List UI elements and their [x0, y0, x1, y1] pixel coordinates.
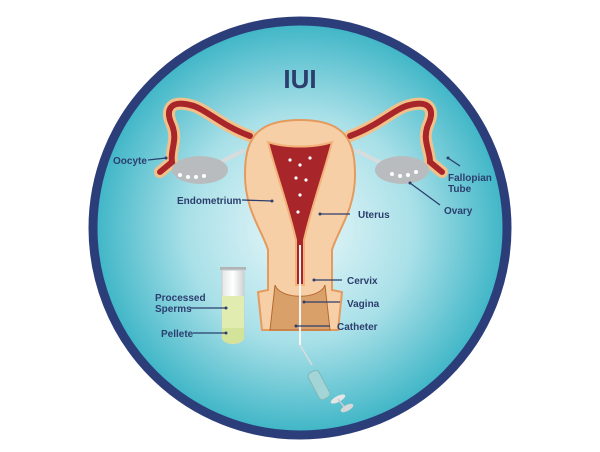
label-vagina: Vagina: [302, 299, 380, 310]
svg-text:Vagina: Vagina: [347, 299, 380, 310]
diagram-title: IUI: [283, 64, 316, 94]
svg-text:Oocyte: Oocyte: [113, 156, 147, 167]
svg-text:Tube: Tube: [448, 184, 472, 195]
svg-text:Sperms: Sperms: [155, 304, 192, 315]
label-oocyte: Oocyte: [113, 156, 168, 167]
test-tube-icon: [220, 267, 246, 345]
label-catheter: Catheter: [294, 322, 378, 333]
label-fallopian-tube: Fallopian Tube: [446, 156, 492, 195]
svg-text:Fallopian: Fallopian: [448, 173, 492, 184]
label-uterus: Uterus: [318, 210, 390, 221]
label-processed-sperms: Processed Sperms: [155, 293, 228, 315]
ovaries: [172, 148, 429, 184]
label-cervix: Cervix: [312, 276, 378, 287]
fallopian-tubes: [154, 97, 448, 178]
label-pellete: Pellete: [161, 329, 228, 340]
syringe-icon: [307, 369, 354, 413]
svg-text:Catheter: Catheter: [337, 322, 378, 333]
svg-text:Uterus: Uterus: [358, 210, 390, 221]
svg-text:Pellete: Pellete: [161, 329, 194, 340]
svg-text:Endometrium: Endometrium: [177, 196, 242, 207]
svg-text:Ovary: Ovary: [444, 206, 473, 217]
svg-text:Cervix: Cervix: [347, 276, 378, 287]
label-endometrium: Endometrium: [177, 196, 274, 207]
svg-text:Processed: Processed: [155, 293, 206, 304]
label-ovary: Ovary: [408, 181, 473, 217]
